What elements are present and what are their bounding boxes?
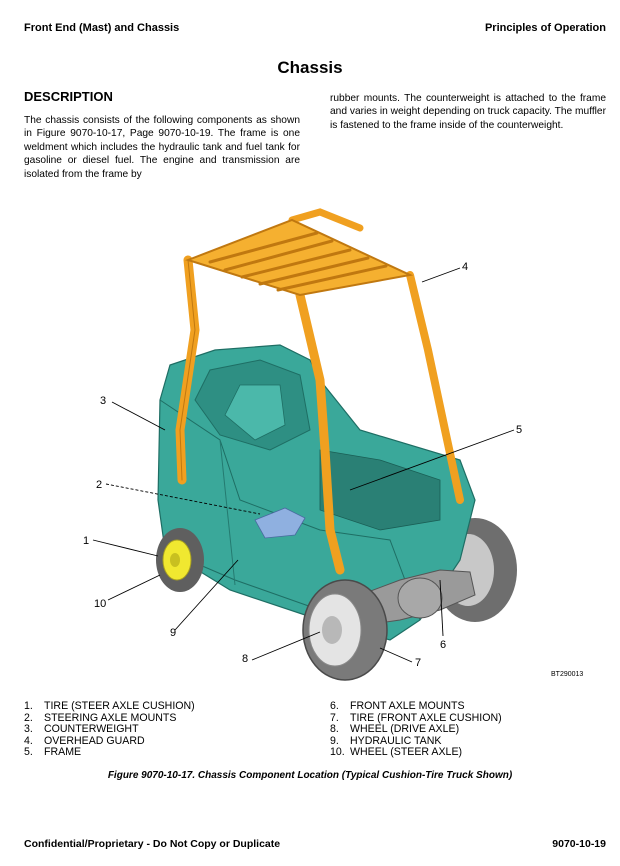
legend-item: 10.WHEEL (STEER AXLE)	[330, 746, 463, 759]
callout-10: 10	[94, 598, 106, 610]
callout-4: 4	[462, 261, 468, 273]
figure-caption: Figure 9070-10-17. Chassis Component Loc…	[107, 770, 513, 781]
overhead-guard	[175, 208, 464, 575]
page-title: Chassis	[277, 58, 343, 77]
legend-col2: 6.FRONT AXLE MOUNTS 7.TIRE (FRONT AXLE C…	[330, 700, 502, 759]
legend-item: 7.TIRE (FRONT AXLE CUSHION)	[330, 711, 502, 724]
legend-item: 5.FRAME	[24, 746, 82, 759]
legend-item: 2.STEERING AXLE MOUNTS	[24, 711, 177, 724]
legend-item: 3.COUNTERWEIGHT	[24, 723, 139, 736]
callout-labels: 1 2 3 4 5 6 7 8 9 10 BT290013	[83, 261, 583, 678]
description-paragraph-col2: rubber mounts. The counterweight is atta…	[330, 93, 606, 131]
callout-6: 6	[440, 639, 446, 651]
callout-2: 2	[96, 479, 102, 491]
footer-confidential: Confidential/Proprietary - Do Not Copy o…	[24, 838, 281, 850]
leader-lines	[92, 267, 515, 663]
legend-item: 8.WHEEL (DRIVE AXLE)	[330, 723, 460, 736]
legend-item: 4.OVERHEAD GUARD	[24, 734, 145, 747]
legend-col1: 1.TIRE (STEER AXLE CUSHION) 2.STEERING A…	[24, 700, 195, 759]
drive-axle	[359, 569, 476, 626]
steer-wheel-near	[156, 528, 204, 592]
callout-7: 7	[415, 657, 421, 669]
callout-1: 1	[83, 535, 89, 547]
description-paragraph-col1: The chassis consists of the following co…	[24, 115, 300, 180]
legend-item: 1.TIRE (STEER AXLE CUSHION)	[24, 700, 195, 712]
drive-wheel-front	[302, 579, 388, 681]
callout-3: 3	[100, 395, 106, 407]
frame-body	[157, 344, 476, 641]
legend-item: 9.HYDRAULIC TANK	[330, 734, 442, 747]
legend-item: 6.FRONT AXLE MOUNTS	[330, 700, 465, 712]
footer-page-number: 9070-10-19	[552, 838, 606, 850]
section-heading: DESCRIPTION	[24, 89, 113, 104]
figure-code: BT290013	[551, 671, 583, 678]
header-section-title: Front End (Mast) and Chassis	[24, 22, 180, 34]
callout-9: 9	[170, 627, 176, 639]
header-chapter-title: Principles of Operation	[484, 22, 606, 34]
chassis-figure: 1 2 3 4 5 6 7 8 9 10 BT290013	[83, 208, 583, 681]
callout-5: 5	[516, 424, 522, 436]
callout-8: 8	[242, 653, 248, 665]
